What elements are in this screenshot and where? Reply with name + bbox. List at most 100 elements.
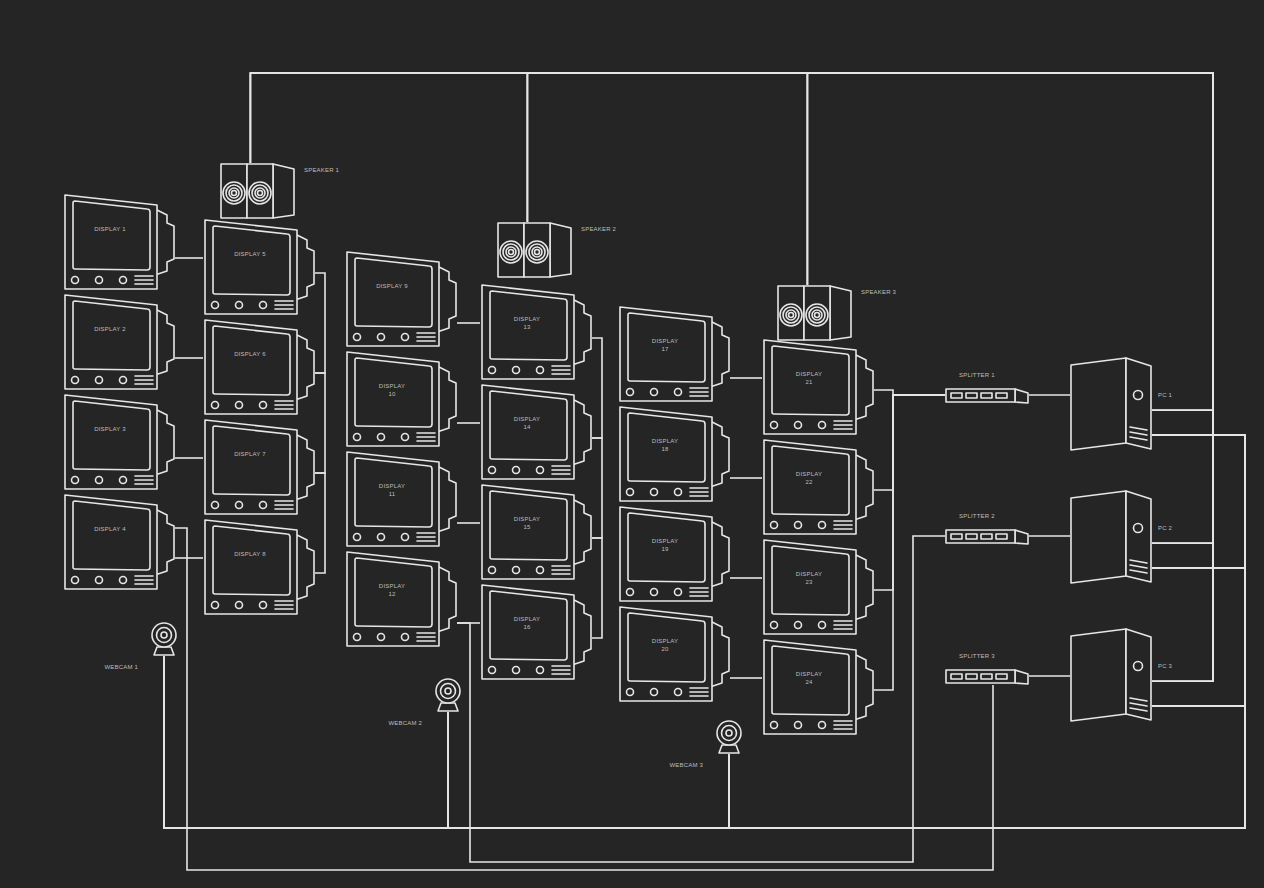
webcam-base xyxy=(719,745,739,753)
display-monitor: DISPLAY 2 xyxy=(63,293,175,391)
webcam-icon xyxy=(432,678,464,712)
monitor-screen xyxy=(628,413,705,482)
signal-splitter: SPLITTER 2 xyxy=(945,527,1029,545)
cable-line xyxy=(730,677,762,679)
speaker-cabinet xyxy=(778,286,804,340)
display-monitor-icon xyxy=(480,483,592,581)
monitor-vent xyxy=(275,600,293,602)
display-monitor-icon xyxy=(203,318,315,416)
monitor-vent xyxy=(135,279,153,281)
device-label: WEBCAM 3 xyxy=(669,762,703,770)
speaker-cone xyxy=(506,247,516,257)
monitor-rear xyxy=(295,234,314,300)
monitor-rear xyxy=(854,554,873,620)
speaker-cabinet xyxy=(247,164,273,218)
display-monitor: DISPLAY 9 xyxy=(345,250,457,348)
monitor-front xyxy=(205,220,297,314)
webcam-lens xyxy=(722,726,737,741)
monitor-front xyxy=(65,295,157,389)
speaker-cone xyxy=(535,250,540,255)
pc-front xyxy=(1126,491,1151,582)
display-monitor-icon xyxy=(63,193,175,291)
cable-line xyxy=(175,557,203,559)
monitor-vent xyxy=(417,436,435,438)
splitter-port xyxy=(951,674,962,679)
monitor-rear xyxy=(572,499,591,565)
speaker-cabinet xyxy=(804,286,830,340)
display-monitor-icon xyxy=(618,605,730,703)
monitor-front xyxy=(65,495,157,589)
speaker-pair: SPEAKER 2 xyxy=(497,222,573,278)
monitor-knob xyxy=(819,722,826,729)
display-label: DISPLAY 3 xyxy=(94,426,126,434)
monitor-knob xyxy=(354,334,361,341)
monitor-vent xyxy=(834,724,852,726)
monitor-screen xyxy=(490,491,567,560)
monitor-knob xyxy=(212,502,219,509)
display-label: DISPLAY 15 xyxy=(511,516,543,532)
webcam-lens xyxy=(157,628,172,643)
speaker-pair-icon xyxy=(497,222,573,278)
display-label: DISPLAY 7 xyxy=(234,451,266,459)
monitor-rear xyxy=(572,299,591,365)
webcam-body xyxy=(717,721,741,745)
display-label: DISPLAY 16 xyxy=(511,616,543,632)
cable-line xyxy=(592,538,602,638)
cable-line xyxy=(457,422,480,424)
monitor-screen xyxy=(355,358,432,427)
monitor-screen xyxy=(490,291,567,360)
monitor-knob xyxy=(651,689,658,696)
cable-line xyxy=(457,522,480,524)
monitor-knob xyxy=(795,522,802,529)
monitor-vent xyxy=(690,495,708,497)
monitor-knob xyxy=(819,522,826,529)
monitor-knob xyxy=(260,602,267,609)
monitor-front xyxy=(620,507,712,601)
monitor-vent xyxy=(417,440,435,442)
cable-line xyxy=(315,473,325,573)
monitor-knob xyxy=(819,622,826,629)
monitor-front xyxy=(347,452,439,546)
display-monitor-icon xyxy=(762,438,874,536)
monitor-knob xyxy=(675,489,682,496)
monitor-vent xyxy=(834,620,852,622)
monitor-vent xyxy=(135,479,153,481)
pc-tower-icon xyxy=(1070,628,1152,723)
monitor-knob xyxy=(795,422,802,429)
splitter-port xyxy=(981,534,992,539)
device-label: SPEAKER 1 xyxy=(304,167,339,175)
speaker-cone xyxy=(786,310,796,320)
monitor-vent xyxy=(690,487,708,489)
monitor-screen xyxy=(73,401,150,470)
monitor-screen xyxy=(73,301,150,370)
monitor-rear xyxy=(155,509,174,575)
speaker-cone xyxy=(526,241,548,263)
monitor-front xyxy=(205,320,297,414)
display-monitor-icon xyxy=(63,493,175,591)
monitor-vent xyxy=(690,491,708,493)
monitor-rear xyxy=(572,399,591,465)
cable-line xyxy=(1029,675,1070,677)
monitor-vent xyxy=(417,632,435,634)
cable-line xyxy=(729,435,1245,828)
monitor-knob xyxy=(378,634,385,641)
cable-line xyxy=(315,273,325,373)
pc-side xyxy=(1071,629,1126,721)
pc-tower-icon xyxy=(1070,490,1152,585)
monitor-vent xyxy=(552,665,570,667)
monitor-front xyxy=(347,552,439,646)
monitor-vent xyxy=(135,579,153,581)
monitor-knob xyxy=(771,622,778,629)
webcam: WEBCAM 3 xyxy=(713,720,745,754)
monitor-front xyxy=(620,407,712,501)
monitor-knob xyxy=(72,277,79,284)
monitor-knob xyxy=(96,577,103,584)
display-monitor: DISPLAY 12 xyxy=(345,550,457,648)
monitor-vent xyxy=(834,628,852,630)
monitor-front xyxy=(482,285,574,379)
monitor-screen xyxy=(355,258,432,327)
display-label: DISPLAY 8 xyxy=(234,551,266,559)
monitor-vent xyxy=(275,408,293,410)
display-monitor: DISPLAY 14 xyxy=(480,383,592,481)
cable-line xyxy=(807,73,1213,681)
